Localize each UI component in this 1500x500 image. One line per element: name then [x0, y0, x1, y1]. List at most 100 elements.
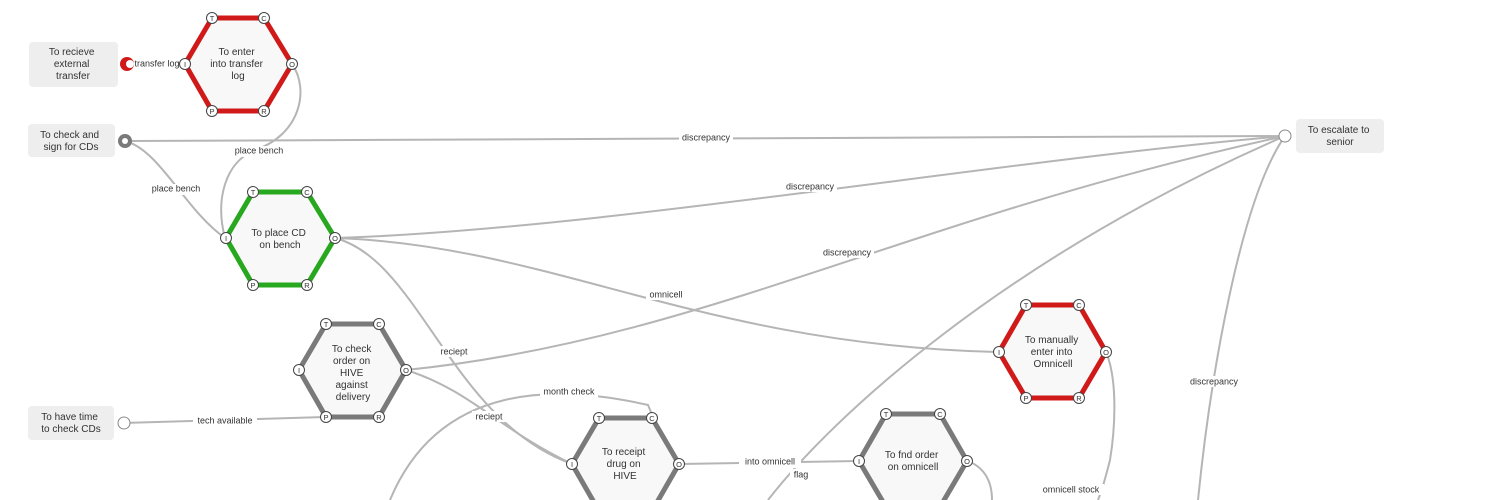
port-letter: R — [376, 413, 382, 422]
port-letter: T — [1024, 301, 1029, 310]
hex-receipt-hive[interactable]: To receipt drug on HIVE — [569, 415, 682, 500]
port-letter: I — [184, 60, 186, 69]
port-letter: T — [597, 414, 602, 423]
edge-label-text: omnicell — [649, 289, 682, 299]
port-r-icon[interactable]: R — [373, 411, 385, 423]
edge-omnicell[interactable] — [334, 237, 998, 353]
port-i-icon[interactable]: I — [179, 58, 191, 70]
edge-label-tech-available: tech available — [193, 415, 257, 426]
port-p-icon[interactable]: P — [206, 105, 218, 117]
port-t-icon[interactable]: T — [593, 412, 605, 424]
external-escalate[interactable]: To escalate to senior — [1296, 119, 1384, 153]
edge-label-into-omnicell: into omnicell — [739, 456, 801, 468]
hex-place-bench[interactable]: To place CD on bench — [223, 189, 338, 288]
edge-label-reciept-2: reciept — [472, 411, 506, 422]
port-r-icon[interactable]: R — [1073, 392, 1085, 404]
port-i-icon[interactable]: I — [293, 364, 305, 376]
port-letter: C — [376, 320, 382, 329]
external-label: To have time to check CDs — [41, 412, 100, 435]
edge-label-discrepancy-3: discrepancy — [820, 247, 874, 258]
port-r-icon[interactable]: R — [301, 279, 313, 291]
port-o-icon[interactable]: O — [961, 455, 973, 467]
port-t-icon[interactable]: T — [880, 408, 892, 420]
external-label: To recieve external transfer — [49, 47, 97, 82]
port-letter: I — [571, 460, 573, 469]
port-letter: R — [261, 107, 267, 116]
port-i-icon[interactable]: I — [220, 232, 232, 244]
edge-escalate-discrepancy[interactable] — [1197, 135, 1286, 500]
edge-label-discrepancy-1: discrepancy — [679, 132, 733, 143]
port-p-icon[interactable]: P — [247, 279, 259, 291]
port-c-icon[interactable]: C — [373, 318, 385, 330]
port-t-icon[interactable]: T — [247, 186, 259, 198]
port-t-icon[interactable]: T — [1020, 299, 1032, 311]
port-letter: C — [304, 188, 310, 197]
hex-label: To manually enter into Omnicell — [1025, 335, 1081, 370]
port-letter: O — [289, 60, 295, 69]
edge-label-reciept-1: reciept — [437, 346, 471, 357]
port-i-icon[interactable]: I — [566, 458, 578, 470]
port-c-icon[interactable]: C — [301, 186, 313, 198]
hex-find-omnicell[interactable]: To fnd order on omnicell — [856, 411, 970, 500]
port-c-icon[interactable]: C — [1073, 299, 1085, 311]
external-check-sign[interactable]: To check and sign for CDs — [28, 124, 115, 157]
port-p-icon[interactable]: P — [320, 411, 332, 423]
port-o-icon[interactable]: O — [673, 458, 685, 470]
port-letter: T — [251, 188, 256, 197]
hex-manual-omnicell[interactable]: To manually enter into Omnicell — [996, 302, 1109, 401]
hex-check-hive[interactable]: To check order on HIVE against delivery — [296, 321, 409, 420]
port-i-icon[interactable]: I — [993, 346, 1005, 358]
port-letter: P — [1023, 394, 1028, 403]
external-label: To check and sign for CDs — [40, 130, 102, 153]
port-letter: P — [209, 107, 214, 116]
external-have-time[interactable]: To have time to check CDs — [28, 406, 114, 440]
port-o-icon[interactable]: O — [329, 232, 341, 244]
port-letter: T — [884, 410, 889, 419]
port-letter: T — [210, 14, 215, 23]
port-letter: C — [261, 14, 267, 23]
port-o-icon[interactable]: O — [1100, 346, 1112, 358]
terminal-have-time[interactable] — [117, 416, 131, 430]
edge-label-text: discrepancy — [786, 181, 835, 191]
port-t-icon[interactable]: T — [206, 12, 218, 24]
port-o-icon[interactable]: O — [400, 364, 412, 376]
port-r-icon[interactable]: R — [258, 105, 270, 117]
port-c-icon[interactable]: C — [934, 408, 946, 420]
edge-month-check[interactable] — [389, 393, 654, 500]
edge-label-text: flag — [794, 469, 809, 479]
hex-label: To place CD on bench — [251, 228, 308, 251]
port-letter: I — [998, 348, 1000, 357]
port-letter: C — [1076, 301, 1082, 310]
edge-label-omnicell-stock: omnicell stock — [1038, 484, 1104, 495]
edge-find-omni-out[interactable] — [967, 460, 993, 500]
edges — [123, 63, 1286, 500]
external-receive-transfer[interactable]: To recieve external transfer — [29, 42, 118, 87]
edge-label-text: into omnicell — [745, 456, 795, 466]
port-letter: T — [324, 320, 329, 329]
port-c-icon[interactable]: C — [646, 412, 658, 424]
port-letter: O — [403, 366, 409, 375]
edge-labels: transfer log place bench place bench dis… — [133, 58, 1241, 495]
hex-label: To receipt drug on HIVE — [602, 447, 648, 482]
hex-transfer-log[interactable]: To enter into transfer log — [182, 15, 295, 114]
terminal-receive-transfer[interactable] — [120, 57, 134, 71]
port-c-icon[interactable]: C — [258, 12, 270, 24]
edge-hive-discrepancy[interactable] — [405, 135, 1286, 371]
port-letter: O — [332, 234, 338, 243]
edge-label-text: reciept — [475, 411, 503, 421]
terminal-check-sign[interactable] — [118, 134, 132, 148]
port-letter: P — [250, 281, 255, 290]
port-p-icon[interactable]: P — [1020, 392, 1032, 404]
port-t-icon[interactable]: T — [320, 318, 332, 330]
edge-omnicell-stock[interactable] — [1097, 351, 1116, 500]
edge-place-bench-from-check-sign[interactable] — [124, 140, 226, 239]
edge-bench-discrepancy[interactable] — [334, 135, 1286, 239]
port-letter: I — [298, 366, 300, 375]
edge-label-text: place bench — [152, 183, 201, 193]
port-i-icon[interactable]: I — [853, 455, 865, 467]
terminal-escalate[interactable] — [1278, 129, 1292, 143]
port-letter: I — [858, 457, 860, 466]
edge-label-discrepancy-4: discrepancy — [1187, 376, 1241, 387]
port-o-icon[interactable]: O — [286, 58, 298, 70]
